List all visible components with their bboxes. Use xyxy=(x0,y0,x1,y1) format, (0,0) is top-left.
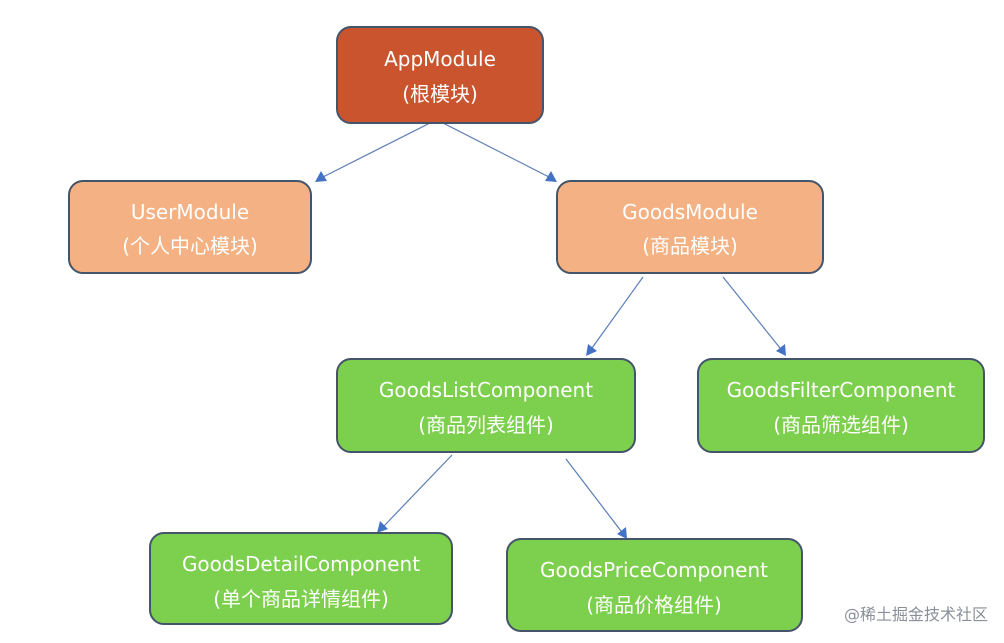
node-title: GoodsPriceComponent xyxy=(540,558,768,582)
node-goods-detail-component[interactable]: GoodsDetailComponent (单个商品详情组件) xyxy=(149,532,453,625)
edges xyxy=(315,122,786,539)
node-box xyxy=(149,532,453,625)
node-subtitle: (根模块) xyxy=(402,82,478,106)
arrow-head-icon xyxy=(545,171,557,182)
node-goods-price-component[interactable]: GoodsPriceComponent (商品价格组件) xyxy=(506,538,803,632)
node-app-module[interactable]: AppModule (根模块) xyxy=(336,26,544,124)
arrow-head-icon xyxy=(586,344,597,356)
edge-app-to-goods xyxy=(442,122,557,182)
node-user-module[interactable]: UserModule (个人中心模块) xyxy=(68,180,312,274)
node-title: GoodsDetailComponent xyxy=(182,552,420,576)
node-title: GoodsFilterComponent xyxy=(727,378,956,402)
node-subtitle: (商品价格组件) xyxy=(586,593,722,617)
edge-goods-list-to-goods-detail xyxy=(377,454,453,533)
node-subtitle: (商品列表组件) xyxy=(418,413,554,437)
node-title: UserModule xyxy=(131,200,249,224)
edge-app-to-user xyxy=(315,122,431,182)
watermark: @稀土掘金技术社区 xyxy=(843,605,988,624)
arrow-head-icon xyxy=(377,521,388,533)
node-box xyxy=(556,180,824,274)
node-box xyxy=(506,538,803,632)
node-subtitle: (商品模块) xyxy=(642,234,738,258)
node-title: AppModule xyxy=(384,47,496,71)
arrow-head-icon xyxy=(617,527,627,539)
node-subtitle: (单个商品详情组件) xyxy=(213,587,389,611)
node-goods-filter-component[interactable]: GoodsFilterComponent (商品筛选组件) xyxy=(697,358,985,453)
node-box xyxy=(336,358,636,453)
node-goods-list-component[interactable]: GoodsListComponent (商品列表组件) xyxy=(336,358,636,453)
node-goods-module[interactable]: GoodsModule (商品模块) xyxy=(556,180,824,274)
arrow-head-icon xyxy=(776,344,786,356)
node-subtitle: (个人中心模块) xyxy=(122,234,258,258)
arrow-head-icon xyxy=(315,171,327,182)
edge-goods-to-goods-filter xyxy=(722,276,786,356)
node-box xyxy=(68,180,312,274)
node-box xyxy=(336,26,544,124)
node-title: GoodsModule xyxy=(622,200,758,224)
node-title: GoodsListComponent xyxy=(379,378,593,402)
node-subtitle: (商品筛选组件) xyxy=(773,413,909,437)
edge-goods-list-to-goods-price xyxy=(565,458,627,539)
edge-goods-to-goods-list xyxy=(586,276,644,356)
node-box xyxy=(697,358,985,453)
